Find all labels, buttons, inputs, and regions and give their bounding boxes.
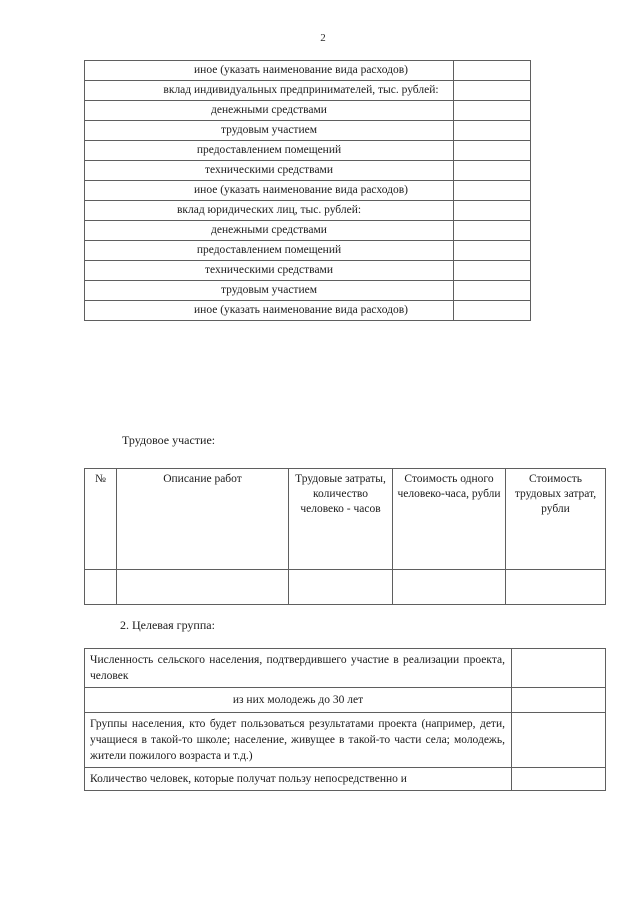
table-row: Количество человек, которые получат поль… [84, 767, 606, 791]
column-header-number: № [84, 468, 117, 570]
table-row: денежными средствами [84, 100, 531, 121]
contribution-label: предоставлением помещений [84, 140, 454, 161]
target-group-value-cell[interactable] [511, 712, 606, 768]
cell-description[interactable] [116, 569, 289, 605]
contribution-value-cell[interactable] [453, 80, 531, 101]
contributions-table: иное (указать наименование вида расходов… [84, 60, 531, 321]
contribution-value-cell[interactable] [453, 260, 531, 281]
table-row: иное (указать наименование вида расходов… [84, 60, 531, 81]
contribution-value-cell[interactable] [453, 120, 531, 141]
contribution-label: вклад юридических лиц, тыс. рублей: [84, 200, 454, 221]
target-group-label: Количество человек, которые получат поль… [84, 767, 512, 791]
column-header-total-labour-cost: Стоимость трудовых затрат, рубли [505, 468, 606, 570]
cell-number[interactable] [84, 569, 117, 605]
target-group-table: Численность сельского населения, подтвер… [84, 648, 606, 791]
labour-section-heading: Трудовое участие: [122, 433, 216, 447]
target-group-label: Численность сельского населения, подтвер… [84, 648, 512, 688]
contribution-value-cell[interactable] [453, 220, 531, 241]
contribution-value-cell[interactable] [453, 160, 531, 181]
target-group-value-cell[interactable] [511, 687, 606, 713]
contributions-table-body: иное (указать наименование вида расходов… [84, 60, 531, 321]
contribution-value-cell[interactable] [453, 200, 531, 221]
contribution-label: техническими средствами [84, 160, 454, 181]
contribution-label: денежными средствами [84, 100, 454, 121]
contribution-label: вклад индивидуальных предпринимателей, т… [84, 80, 454, 101]
contribution-label: иное (указать наименование вида расходов… [84, 60, 454, 81]
table-row: вклад индивидуальных предпринимателей, т… [84, 80, 531, 101]
table-row: трудовым участием [84, 280, 531, 301]
table-header-row: № Описание работ Трудовые затраты, колич… [84, 468, 606, 570]
contribution-value-cell[interactable] [453, 60, 531, 81]
target-group-section-heading: 2. Целевая группа: [120, 618, 215, 632]
column-header-cost-per-man-hour: Стоимость одного человеко-часа, рубли [392, 468, 506, 570]
table-row: иное (указать наименование вида расходов… [84, 180, 531, 201]
contribution-label: трудовым участием [84, 280, 454, 301]
table-row: из них молодежь до 30 лет [84, 687, 606, 713]
contribution-label: иное (указать наименование вида расходов… [84, 180, 454, 201]
target-group-label: Группы населения, кто будет пользоваться… [84, 712, 512, 768]
table-row [84, 569, 606, 605]
table-row: вклад юридических лиц, тыс. рублей: [84, 200, 531, 221]
labour-participation-table: № Описание работ Трудовые затраты, колич… [84, 468, 606, 605]
contribution-label: иное (указать наименование вида расходов… [84, 300, 454, 321]
table-row: Группы населения, кто будет пользоваться… [84, 712, 606, 768]
column-header-description: Описание работ [116, 468, 289, 570]
target-group-value-cell[interactable] [511, 767, 606, 791]
contribution-label: предоставлением помещений [84, 240, 454, 261]
column-header-labour-hours: Трудовые затраты, количество человеко - … [288, 468, 393, 570]
table-row: иное (указать наименование вида расходов… [84, 300, 531, 321]
contribution-value-cell[interactable] [453, 240, 531, 261]
contribution-value-cell[interactable] [453, 280, 531, 301]
table-row: трудовым участием [84, 120, 531, 141]
page-number: 2 [320, 32, 326, 44]
table-row: предоставлением помещений [84, 240, 531, 261]
contribution-value-cell[interactable] [453, 300, 531, 321]
target-group-table-body: Численность сельского населения, подтвер… [84, 648, 606, 791]
contribution-value-cell[interactable] [453, 140, 531, 161]
table-row: Численность сельского населения, подтвер… [84, 648, 606, 688]
cell-labour-hours[interactable] [288, 569, 393, 605]
target-group-label: из них молодежь до 30 лет [84, 687, 512, 713]
table-row: техническими средствами [84, 160, 531, 181]
contribution-label: трудовым участием [84, 120, 454, 141]
cell-cost-per-man-hour[interactable] [392, 569, 506, 605]
table-row: денежными средствами [84, 220, 531, 241]
labour-table-body: № Описание работ Трудовые затраты, колич… [84, 468, 606, 605]
table-row: техническими средствами [84, 260, 531, 281]
contribution-label: техническими средствами [84, 260, 454, 281]
table-row: предоставлением помещений [84, 140, 531, 161]
contribution-value-cell[interactable] [453, 100, 531, 121]
target-group-value-cell[interactable] [511, 648, 606, 688]
cell-total-labour-cost[interactable] [505, 569, 606, 605]
contribution-label: денежными средствами [84, 220, 454, 241]
contribution-value-cell[interactable] [453, 180, 531, 201]
